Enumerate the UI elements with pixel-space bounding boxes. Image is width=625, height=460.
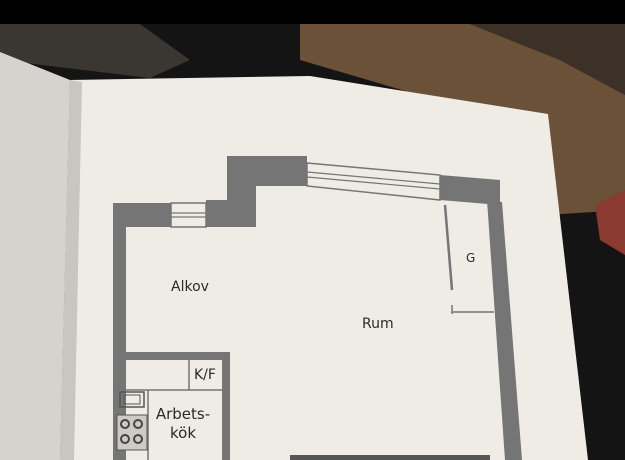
bottom-wall-strip — [290, 455, 490, 460]
wall-kitchen-right — [222, 352, 230, 460]
kitchen-label-line2: kök — [169, 424, 196, 442]
wall-kitchen-left — [117, 352, 125, 460]
black-top-band — [0, 0, 625, 24]
wall-top-left — [113, 203, 171, 227]
book-page — [60, 76, 588, 460]
floor-plan — [113, 156, 522, 460]
wall-top-upper — [227, 156, 307, 186]
wall-right — [487, 200, 522, 460]
stove-icon — [116, 414, 148, 451]
window-left — [170, 202, 207, 228]
sink-basin — [123, 394, 141, 405]
box-shadow-side — [470, 24, 625, 95]
table-surface — [0, 24, 190, 78]
room-label-kitchen: Arbets- kök — [150, 405, 216, 443]
room-label-kf: K/F — [194, 367, 216, 383]
left-page — [0, 52, 70, 460]
wardrobe-door — [443, 204, 454, 291]
wall-kitchen-top — [117, 352, 230, 360]
room-label-alkov: Alkov — [171, 279, 209, 295]
room-label-g: G — [466, 251, 476, 265]
red-object — [595, 190, 625, 255]
window-top — [306, 162, 441, 201]
kitchen-label-line1: Arbets- — [155, 405, 211, 423]
page-gutter-shadow — [60, 80, 82, 460]
wall-top-right — [440, 175, 500, 205]
sink-icon — [119, 391, 145, 408]
room-label-rum: Rum — [362, 316, 394, 332]
